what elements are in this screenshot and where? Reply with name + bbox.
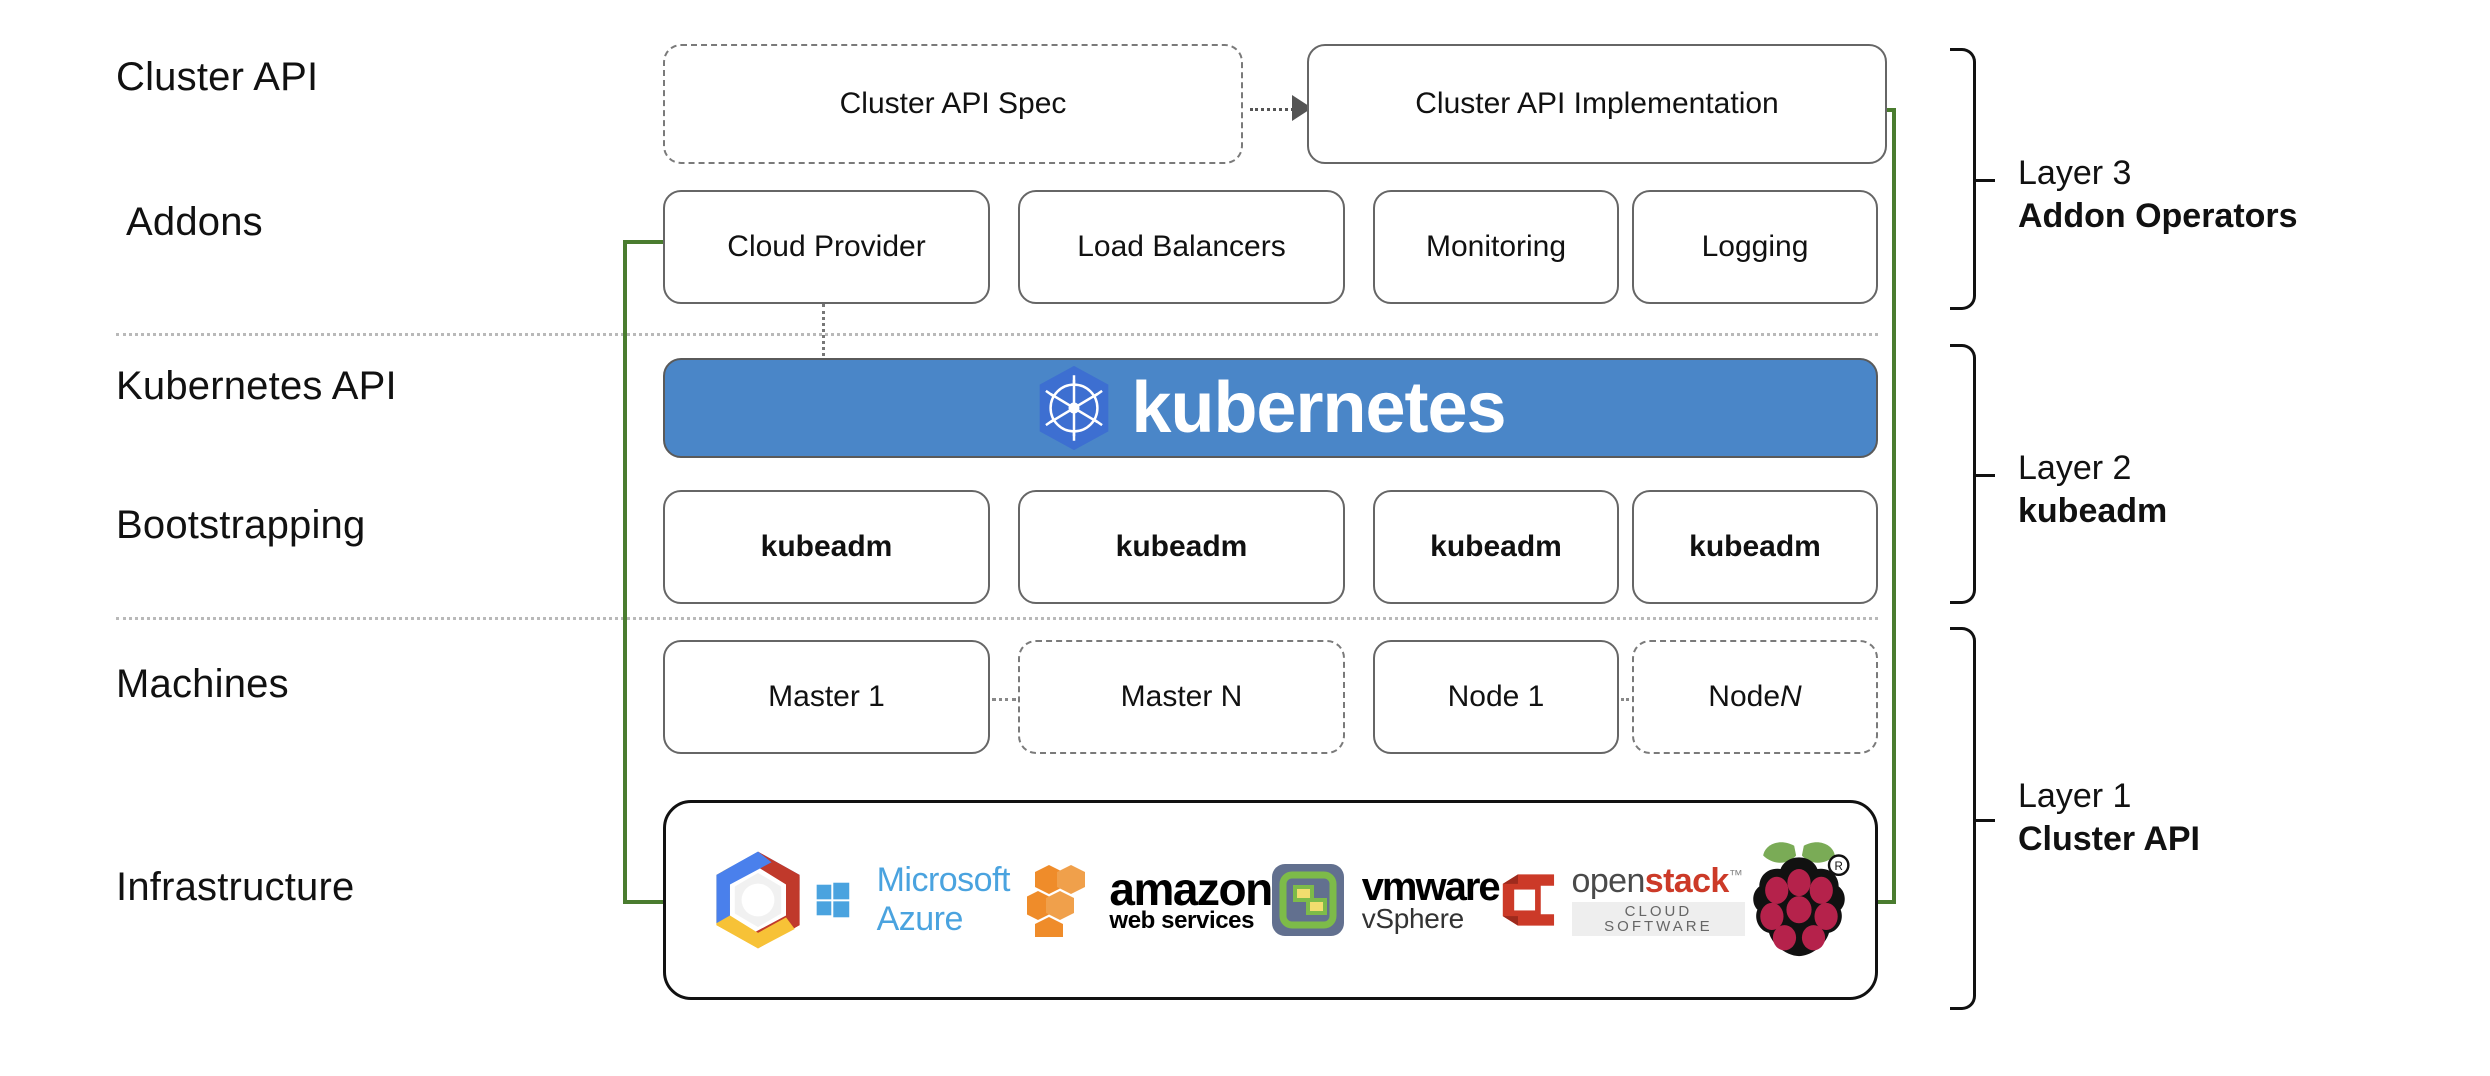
green-connector-right-vertical [1892,108,1896,904]
openstack-logo: openstack™ CLOUD SOFTWARE [1499,864,1746,936]
bootstrapping-label-1: kubeadm [760,530,893,563]
cluster-api-implementation-label: Cluster API Implementation [1415,87,1779,120]
kubernetes-wordmark: kubernetes [1131,368,1506,448]
layer-caption-2: Layer 2 kubeadm [2018,447,2167,532]
layer-bracket-3 [1950,48,1995,310]
machines-ellipsis-connector-2 [1621,698,1641,701]
layer-bracket-1 [1950,627,1995,1010]
separator-layer3-layer2 [116,333,1878,336]
machine-label-node-n: Node [1708,680,1781,713]
green-connector-left-vertical [623,240,627,904]
row-label-kubernetes-api: Kubernetes API [116,364,397,408]
kubernetes-helm-icon [1035,364,1113,452]
cluster-api-spec-box[interactable]: Cluster API Spec [663,44,1243,164]
machine-box-master-n[interactable]: Master N [1018,640,1345,754]
layer-bracket-1-nib [1973,818,1995,822]
google-cloud-platform-logo [700,842,816,958]
layer-1-name: Cluster API [2018,819,2201,858]
raspberry-pi-logo: R [1745,840,1853,960]
infrastructure-box: Microsoft Azure amazon web services [663,800,1878,1000]
bootstrapping-label-4: kubeadm [1689,530,1821,563]
addon-label-load-balancers: Load Balancers [1077,230,1286,263]
addon-box-load-balancers[interactable]: Load Balancers [1018,190,1345,304]
bootstrapping-box-3[interactable]: kubeadm [1373,490,1619,604]
cluster-api-implementation-box[interactable]: Cluster API Implementation [1307,44,1887,164]
machine-box-node-1[interactable]: Node 1 [1373,640,1619,754]
row-label-infrastructure: Infrastructure [116,865,355,909]
cloud-provider-to-kubernetes-connector [822,304,825,362]
spec-to-implementation-arrow-line [1250,108,1312,111]
row-label-cluster-api: Cluster API [116,55,319,99]
separator-layer2-layer1 [116,617,1878,620]
addon-box-logging[interactable]: Logging [1632,190,1878,304]
machine-box-master-1[interactable]: Master 1 [663,640,990,754]
microsoft-azure-wordmark: Microsoft Azure [876,861,1011,938]
openstack-word-open: open [1571,862,1646,900]
machine-label-master-n: Master N [1120,680,1243,713]
machine-label-master-1: Master 1 [768,680,885,713]
openstack-word-stack: stack [1644,862,1730,900]
amazon-web-services-logo: amazon web services [1027,863,1273,937]
vmware-wordmark-line2: vSphere [1361,902,1465,934]
bootstrapping-box-1[interactable]: kubeadm [663,490,990,604]
layer-3-number: Layer 3 [2018,154,2132,192]
addon-box-monitoring[interactable]: Monitoring [1373,190,1619,304]
layer-1-number: Layer 1 [2018,777,2132,815]
green-connector-left-bottom [623,900,683,904]
vmware-vsphere-logo: vmware vSphere [1271,864,1501,936]
layer-2-name: kubeadm [2018,491,2168,530]
bootstrapping-label-3: kubeadm [1430,530,1562,563]
row-label-bootstrapping: Bootstrapping [116,503,366,547]
machine-label-node-n-italic: N [1780,680,1802,713]
bootstrapping-box-2[interactable]: kubeadm [1018,490,1345,604]
bootstrapping-box-4[interactable]: kubeadm [1632,490,1878,604]
machines-ellipsis-connector-1 [992,698,1016,701]
layer-caption-1: Layer 1 Cluster API [2018,775,2200,860]
layer-bracket-2 [1950,344,1995,604]
addon-label-cloud-provider: Cloud Provider [727,230,926,263]
layer-2-number: Layer 2 [2018,449,2132,487]
machine-box-node-n[interactable]: Node N [1632,640,1878,754]
amazon-web-services-wordmark: amazon web services [1109,863,1273,934]
machine-label-node-1: Node 1 [1447,680,1545,713]
layer-3-name: Addon Operators [2018,196,2298,235]
openstack-wordmark: openstack™ CLOUD SOFTWARE [1571,864,1746,936]
addon-box-cloud-provider[interactable]: Cloud Provider [663,190,990,304]
row-label-addons: Addons [126,200,263,244]
aws-wordmark-line2: web services [1109,906,1255,934]
addon-label-monitoring: Monitoring [1425,230,1567,263]
openstack-trademark-symbol: ™ [1728,866,1743,883]
row-label-machines: Machines [116,662,289,706]
cluster-api-spec-label: Cluster API Spec [839,87,1067,120]
layer-bracket-3-nib [1973,179,1995,182]
vmware-vsphere-wordmark: vmware vSphere [1361,864,1501,934]
bootstrapping-label-2: kubeadm [1115,530,1248,563]
svg-text:R: R [1835,860,1843,873]
layer-caption-3: Layer 3 Addon Operators [2018,152,2298,237]
openstack-wordmark-line2: CLOUD SOFTWARE [1571,902,1746,936]
vmware-wordmark-line1: vmware [1361,864,1501,909]
microsoft-azure-logo: Microsoft Azure [816,861,1027,939]
kubernetes-banner: kubernetes [663,358,1878,458]
addon-label-logging: Logging [1701,230,1809,263]
layer-bracket-2-nib [1973,474,1995,477]
openstack-wordmark-line1: openstack™ [1572,864,1746,898]
aws-wordmark-line1: amazon [1109,863,1273,916]
